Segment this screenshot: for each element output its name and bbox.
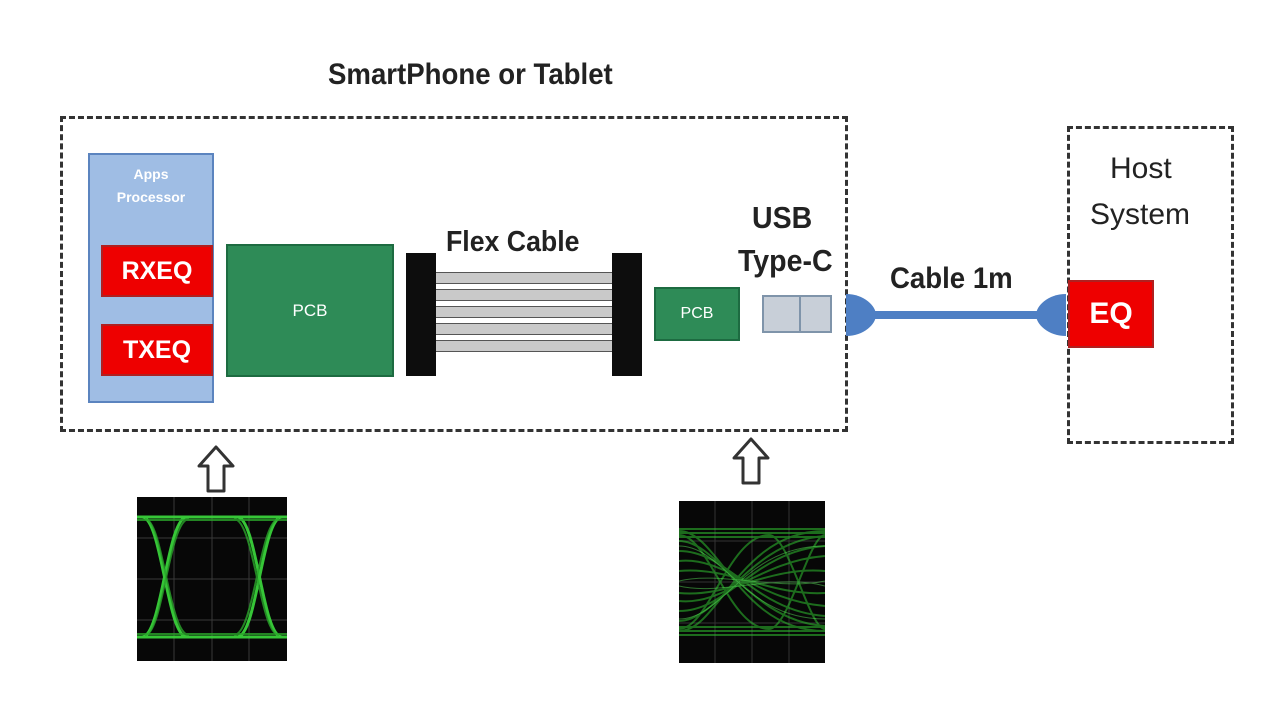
device-boundary: [60, 116, 848, 432]
host-eq-label: EQ: [1089, 297, 1133, 330]
flex-cable-line: [436, 272, 612, 284]
pcb-small-block: PCB: [654, 287, 740, 341]
apps-processor-label-line2: Processor: [116, 189, 186, 205]
pcb-small-label: PCB: [680, 305, 714, 322]
cable-plug-right: [1036, 294, 1066, 336]
usb-type-c-connector: [762, 295, 832, 333]
pcb-main-block: PCB: [226, 244, 394, 377]
usb-divider: [799, 297, 801, 331]
cable-label: Cable 1m: [890, 262, 1013, 295]
open-eye-diagram: [137, 497, 287, 661]
up-arrow-icon: [732, 437, 770, 485]
flex-cable-title: Flex Cable: [446, 226, 580, 258]
usb-label-line1: USB: [752, 200, 813, 235]
apps-processor-label-line1: Apps: [133, 166, 169, 182]
flex-cable-line: [436, 289, 612, 301]
host-title-line1: Host: [1110, 152, 1172, 185]
flex-cable-line: [436, 306, 612, 318]
usb-label-line2: Type-C: [738, 243, 833, 278]
flex-cable-line: [436, 323, 612, 335]
cable-1m: [846, 294, 1066, 336]
up-arrow-icon: [197, 445, 235, 493]
flex-connector-left: [406, 253, 436, 376]
host-title-line2: System: [1090, 198, 1191, 231]
txeq-label: TXEQ: [122, 335, 192, 364]
flex-cable-line: [436, 340, 612, 352]
closed-eye-diagram: [679, 501, 825, 663]
flex-connector-right: [612, 253, 642, 376]
cable-wire: [874, 311, 1038, 319]
pcb-main-label: PCB: [292, 300, 328, 320]
host-eq-block: EQ: [1068, 280, 1154, 348]
rxeq-label: RXEQ: [121, 256, 193, 285]
device-title: SmartPhone or Tablet: [328, 58, 613, 91]
txeq-block: TXEQ: [101, 324, 213, 376]
rxeq-block: RXEQ: [101, 245, 213, 297]
cable-plug-left: [846, 294, 876, 336]
